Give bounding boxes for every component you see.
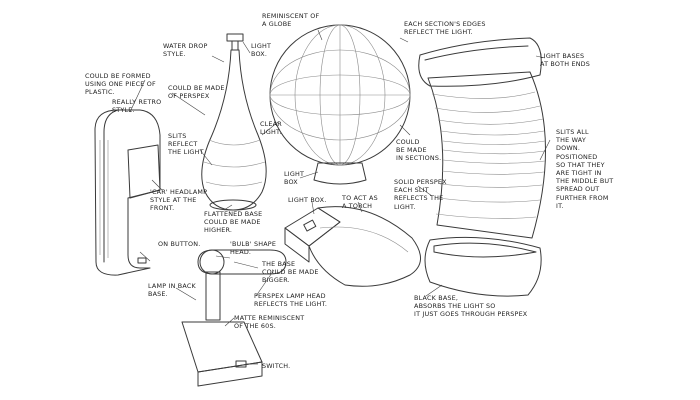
note-lamp-in-back-base: Lamp in back base. xyxy=(148,282,196,299)
note-made-of-perspex: Could be made of perspex xyxy=(168,84,225,101)
note-retro-style: Really retro style. xyxy=(112,98,162,115)
curved-slit-lamp xyxy=(418,37,546,297)
note-slits-reflect: Slits reflect the light xyxy=(168,132,204,157)
note-act-as-torch: To act as a torch xyxy=(342,194,378,211)
note-car-headlamp: 'Car' headlamp style at the front. xyxy=(150,188,208,213)
retro-arch-lamp xyxy=(94,109,161,276)
leader-lines xyxy=(129,29,551,365)
water-drop-lamp xyxy=(201,33,267,211)
note-solid-perspex: Solid Perspex each slit reflects the lig… xyxy=(394,178,447,211)
note-base-bigger: The base could be made bigger. xyxy=(262,260,319,285)
bulb-head-lamp xyxy=(181,249,287,387)
note-bulb-shape-head: 'Bulb' shape head. xyxy=(230,240,277,257)
torch-lamp xyxy=(284,206,421,287)
note-light-box-torch: Light box. xyxy=(288,196,327,204)
note-light-box-top: Light Box. xyxy=(251,42,272,59)
note-switch: Switch. xyxy=(262,362,291,370)
globe-lamp xyxy=(269,24,411,185)
note-matte-60s: Matte reminiscent of the 60s. xyxy=(234,314,305,331)
note-light-box-globe: Light Box xyxy=(284,170,305,187)
note-section-edges: Each section's edges reflect the light. xyxy=(404,20,486,37)
note-one-piece-plastic: Could be formed using one piece of plast… xyxy=(85,72,156,97)
note-globe-reminiscent: Reminiscent of a globe xyxy=(262,12,320,29)
note-perspex-head: Perspex lamp head reflects the light. xyxy=(254,292,328,309)
note-clear-light: Clear light. xyxy=(260,120,282,137)
note-light-bases: Light bases at both ends xyxy=(540,52,591,69)
note-made-in-sections: Could be made in sections. xyxy=(396,138,442,163)
note-flattened-base: Flattened base could be made higher. xyxy=(204,210,263,235)
note-water-drop: Water drop style. xyxy=(163,42,208,59)
note-on-button: On button. xyxy=(158,240,201,248)
note-slits-all-the-way: Slits all the way down. Positioned so th… xyxy=(556,128,614,210)
note-black-base: Black base, absorbs the light so it just… xyxy=(414,294,528,319)
